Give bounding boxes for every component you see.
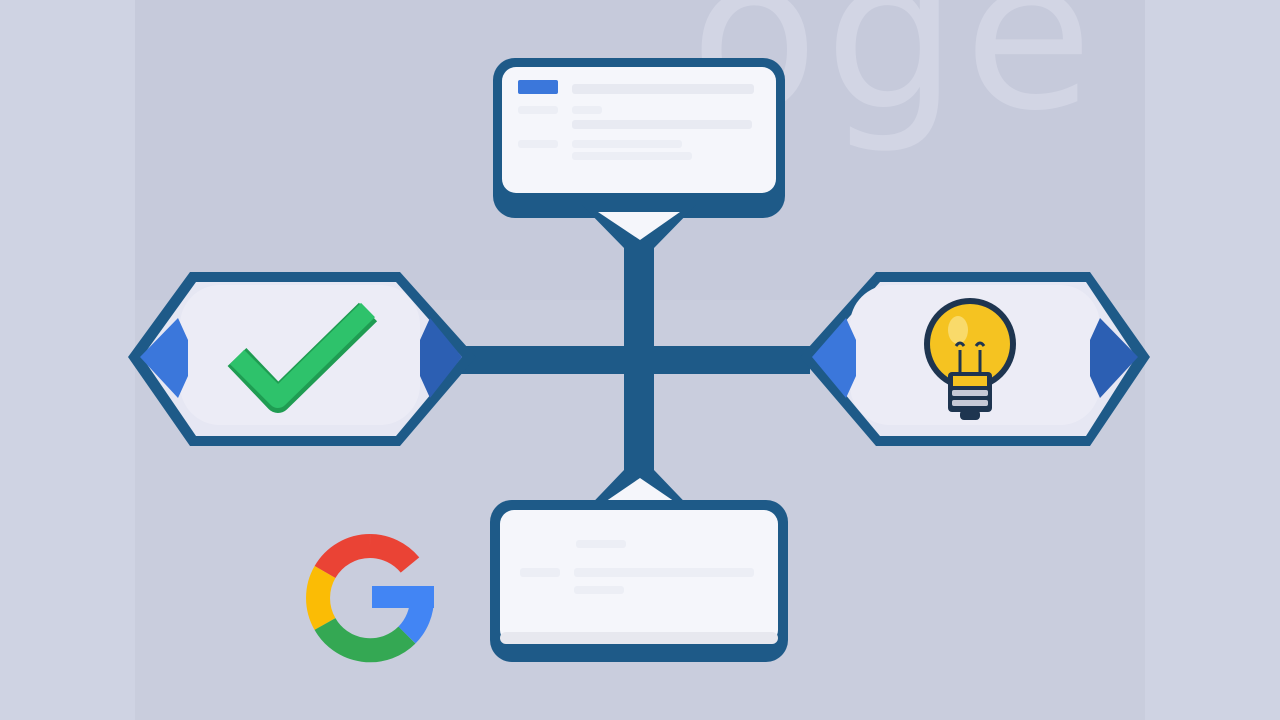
checkmark-icon bbox=[227, 302, 378, 413]
placeholder-line bbox=[572, 120, 752, 129]
placeholder-line bbox=[576, 540, 626, 548]
card-tag bbox=[518, 80, 558, 94]
placeholder-line bbox=[572, 106, 602, 114]
placeholder-line bbox=[572, 84, 754, 94]
placeholder-line bbox=[572, 152, 692, 160]
top-card bbox=[493, 58, 785, 248]
bottom-card bbox=[490, 470, 788, 662]
placeholder-line bbox=[518, 140, 558, 148]
connectors bbox=[460, 240, 810, 480]
right-pill bbox=[800, 272, 1150, 446]
placeholder-line bbox=[572, 140, 682, 148]
placeholder-line bbox=[520, 568, 560, 577]
placeholder-line bbox=[574, 568, 754, 577]
placeholder-line bbox=[574, 586, 624, 594]
left-pill bbox=[128, 272, 476, 446]
google-logo-icon bbox=[306, 534, 434, 663]
horizontal-connector bbox=[460, 346, 810, 374]
lightbulb-icon bbox=[924, 298, 1016, 420]
placeholder-line bbox=[518, 106, 558, 114]
